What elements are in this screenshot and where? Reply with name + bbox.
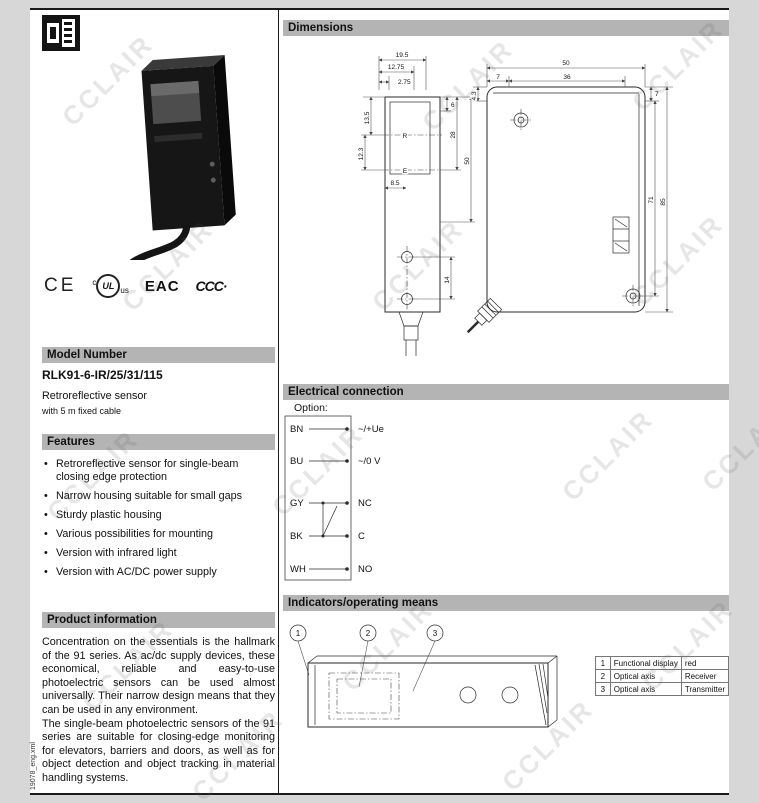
indicators-header: Indicators/operating means bbox=[283, 595, 729, 611]
dim-label: 12.3 bbox=[358, 147, 365, 160]
electrical-connection-diagram: BN BU GY BK WH ~/+Ue ~/0 V NC C NO bbox=[284, 415, 384, 581]
callout-number: 2 bbox=[366, 629, 371, 638]
model-description: Retroreflective sensor bbox=[42, 390, 148, 402]
front-view-dimension-lines bbox=[361, 56, 475, 300]
front-view-dimension-labels: 19.5 12.75 2.75 13.5 12.3 6 28 50 8.5 14… bbox=[357, 51, 473, 285]
document-code: 19078_eng.xml bbox=[30, 742, 37, 790]
wire-label: BN bbox=[290, 424, 303, 435]
legend-value: Receiver bbox=[680, 669, 730, 683]
legend-label: Optical axis bbox=[609, 682, 682, 696]
callout-number: 3 bbox=[433, 629, 438, 638]
page-content: CCLAIR CCLAIR CCLAIR CCLAIR CCLAIR CCLAI… bbox=[30, 8, 759, 803]
watermark: CCLAIR bbox=[696, 393, 759, 497]
product-information-text: Concentration on the essentials is the h… bbox=[42, 636, 275, 786]
ul-mark-logo: UL bbox=[96, 274, 121, 298]
product-information-header: Product information bbox=[42, 612, 275, 628]
model-number: RLK91-6-IR/25/31/115 bbox=[42, 368, 163, 382]
feature-item: Various possibilities for mounting bbox=[42, 528, 275, 541]
wire-label: BU bbox=[290, 456, 303, 467]
feature-item: Sturdy plastic housing bbox=[42, 509, 275, 522]
dim-label: 7 bbox=[655, 91, 659, 98]
wire-label: WH bbox=[290, 564, 306, 575]
indicators-legend: 1 Functional display red 2 Optical axis … bbox=[595, 656, 730, 696]
side-view-dimension-labels: 50 7 36 4.3 7 71 85 bbox=[470, 59, 669, 207]
ccc-mark: CCC· bbox=[195, 278, 228, 294]
terminal-label: C bbox=[358, 531, 365, 542]
terminal-label: ~/0 V bbox=[358, 456, 381, 467]
feature-item: Version with infrared light bbox=[42, 547, 275, 560]
front-view-drawing bbox=[383, 96, 442, 356]
terminal-labels: ~/+Ue ~/0 V NC C NO bbox=[358, 424, 384, 575]
product-info-paragraph: The single-beam photoelectric sensors of… bbox=[42, 717, 275, 784]
emitter-axis-label: E bbox=[403, 168, 408, 175]
dim-label: 85 bbox=[660, 198, 667, 206]
indicators-drawing: 1 2 3 bbox=[289, 624, 558, 728]
legend-row: 1 Functional display red bbox=[595, 656, 730, 670]
model-number-header: Model Number bbox=[42, 347, 275, 363]
wire-labels: BN BU GY BK WH bbox=[290, 424, 306, 575]
callout-numbers: 1 2 3 bbox=[296, 629, 438, 638]
wire-label: GY bbox=[290, 498, 304, 509]
legend-number: 2 bbox=[595, 669, 611, 683]
features-header: Features bbox=[42, 434, 275, 450]
features-list: Retroreflective sensor for single-beam c… bbox=[42, 458, 275, 585]
legend-row: 3 Optical axis Transmitter bbox=[595, 682, 730, 696]
feature-item: Narrow housing suitable for small gaps bbox=[42, 490, 275, 503]
model-cable-note: with 5 m fixed cable bbox=[42, 406, 122, 416]
dim-label: 13.5 bbox=[364, 111, 371, 124]
dim-label: 36 bbox=[563, 74, 571, 81]
legend-value: red bbox=[680, 656, 730, 670]
sensor-profile-drawing bbox=[307, 655, 558, 728]
legend-label: Functional display bbox=[609, 656, 682, 670]
legend-row: 2 Optical axis Receiver bbox=[595, 669, 730, 683]
product-photo bbox=[129, 55, 236, 260]
ul-mark-suffix: us bbox=[120, 286, 129, 295]
product-info-paragraph: Concentration on the essentials is the h… bbox=[42, 636, 275, 716]
company-logo-icon bbox=[42, 15, 80, 51]
dim-label: 14 bbox=[444, 276, 451, 284]
side-view-dimension-lines bbox=[473, 64, 673, 313]
company-logo bbox=[42, 15, 80, 56]
ul-mark-prefix: c bbox=[92, 278, 97, 287]
receiver-axis-label: R bbox=[403, 133, 408, 140]
dim-label: 50 bbox=[464, 157, 471, 165]
watermark: CCLAIR bbox=[556, 403, 660, 507]
dim-label: 71 bbox=[648, 196, 655, 204]
side-view-drawing bbox=[466, 86, 646, 334]
terminal-label: NO bbox=[358, 564, 372, 575]
dimensions-header: Dimensions bbox=[283, 20, 729, 36]
dim-label: 19.5 bbox=[396, 52, 409, 59]
dimensions-drawing: 19.5 12.75 2.75 13.5 12.3 6 28 50 8.5 14… bbox=[357, 51, 673, 356]
dim-label: 8.5 bbox=[390, 180, 399, 187]
dim-label: 7 bbox=[496, 74, 500, 81]
wiring-diagram bbox=[284, 415, 352, 581]
wire-label: BK bbox=[290, 531, 303, 542]
legend-number: 3 bbox=[595, 682, 611, 696]
legend-value: Transmitter bbox=[680, 682, 730, 696]
callout-markers bbox=[289, 624, 444, 692]
dim-label: 50 bbox=[562, 60, 570, 67]
dim-label: 4.3 bbox=[471, 91, 478, 100]
callout-number: 1 bbox=[296, 629, 301, 638]
column-divider bbox=[278, 10, 279, 793]
electrical-option-label: Option: bbox=[294, 402, 328, 414]
dim-label: 2.75 bbox=[398, 79, 411, 86]
legend-number: 1 bbox=[595, 656, 611, 670]
legend-label: Optical axis bbox=[609, 669, 682, 683]
dim-label: 12.75 bbox=[388, 64, 405, 71]
dim-label: 6 bbox=[451, 102, 455, 109]
eac-mark: EAC bbox=[144, 277, 180, 295]
terminal-label: ~/+Ue bbox=[358, 424, 384, 435]
feature-item: Version with AC/DC power supply bbox=[42, 566, 275, 579]
feature-item: Retroreflective sensor for single-beam c… bbox=[42, 458, 275, 484]
ce-mark: CE bbox=[44, 275, 77, 296]
electrical-connection-header: Electrical connection bbox=[283, 384, 729, 400]
terminal-label: NC bbox=[358, 498, 372, 509]
dim-label: 28 bbox=[450, 131, 457, 139]
